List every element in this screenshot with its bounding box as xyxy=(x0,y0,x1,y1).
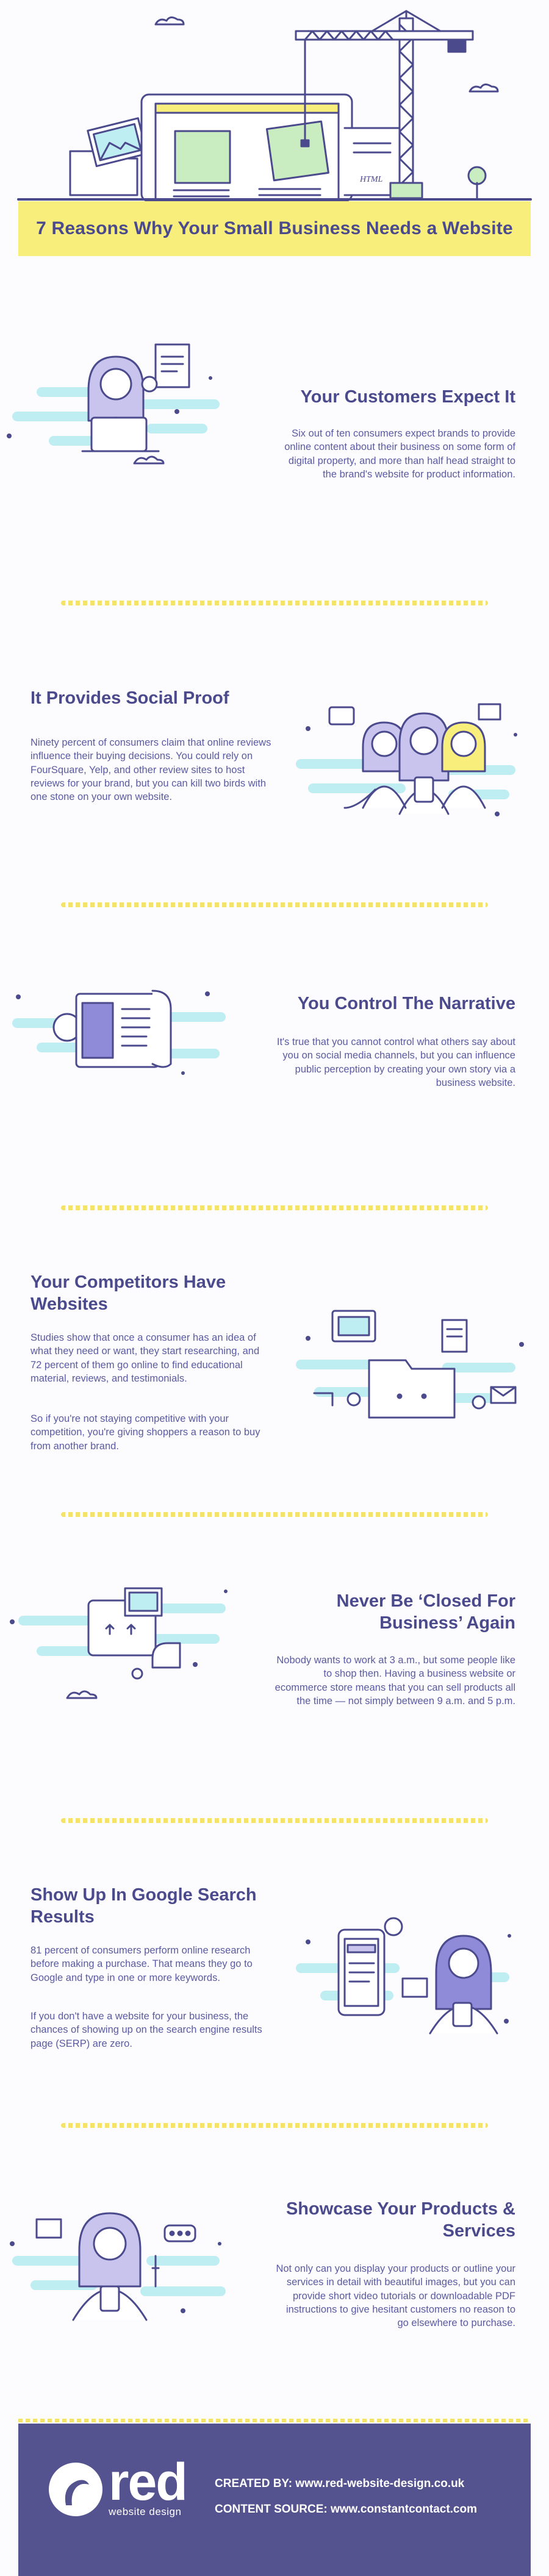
section-text-competitors-2: So if you're not staying competitive wit… xyxy=(30,1413,260,1452)
logo-wordmark: red xyxy=(109,2453,188,2511)
section-title-competitors: Your Competitors Have Websites xyxy=(30,1272,226,1315)
laptop-crane-illustration: HTML xyxy=(17,10,532,202)
html-label: HTML xyxy=(359,175,383,184)
showcase-person-illustration xyxy=(0,2189,238,2332)
logo-subtitle: website design xyxy=(109,2506,182,2518)
customer-laptop-illustration xyxy=(0,332,238,475)
created-by-credit[interactable]: CREATED BY: www.red-website-design.co.uk xyxy=(215,2477,465,2490)
footer: red website design CREATED BY: www.red-w… xyxy=(18,2424,531,2576)
section-text-competitors: Studies show that once a consumer has an… xyxy=(30,1332,260,1384)
section-text-showcase: Not only can you display your products o… xyxy=(276,2263,515,2329)
dotted-divider xyxy=(61,1818,488,1823)
footer-top-border xyxy=(18,2419,531,2422)
competitor-folder-illustration xyxy=(296,1302,534,1438)
section-title-customers: Your Customers Expect It xyxy=(300,387,515,407)
logo-mark-icon xyxy=(49,2462,102,2516)
section-text-google-search: 81 percent of consumers perform online r… xyxy=(30,1945,253,1983)
section-text-narrative: It's true that you cannot control what o… xyxy=(276,1036,515,1088)
search-person-illustration xyxy=(296,1905,534,2048)
social-proof-people-illustration xyxy=(296,692,534,829)
dotted-divider xyxy=(61,902,488,907)
dotted-divider xyxy=(61,1512,488,1517)
page-title: 7 Reasons Why Your Small Business Needs … xyxy=(36,218,513,238)
always-open-illustration xyxy=(0,1567,238,1710)
dotted-divider xyxy=(61,601,488,605)
section-title-showcase: Showcase Your Products & Services xyxy=(285,2199,515,2241)
section-text-closed-for-business: Nobody wants to work at 3 a.m., but some… xyxy=(274,1655,515,1707)
narrative-webpage-illustration xyxy=(0,969,238,1094)
section-title-google-search: Show Up In Google Search Results xyxy=(30,1885,257,1927)
section-title-social-proof: It Provides Social Proof xyxy=(30,688,229,708)
hero-illustration: HTML xyxy=(0,0,549,202)
section-title-closed-for-business: Never Be ‘Closed For Business’ Again xyxy=(336,1591,515,1633)
section-title-narrative: You Control The Narrative xyxy=(297,994,515,1013)
dotted-divider xyxy=(61,2123,488,2128)
title-banner: 7 Reasons Why Your Small Business Needs … xyxy=(18,201,531,256)
section-text-google-search-2: If you don't have a website for your bus… xyxy=(30,2011,262,2049)
red-website-design-logo: red website design xyxy=(48,2453,188,2518)
section-text-customers: Six out of ten consumers expect brands t… xyxy=(284,428,515,480)
content-source-credit[interactable]: CONTENT SOURCE: www.constantcontact.com xyxy=(215,2503,477,2516)
section-text-social-proof: Ninety percent of consumers claim that o… xyxy=(30,737,271,803)
dotted-divider xyxy=(61,1205,488,1210)
